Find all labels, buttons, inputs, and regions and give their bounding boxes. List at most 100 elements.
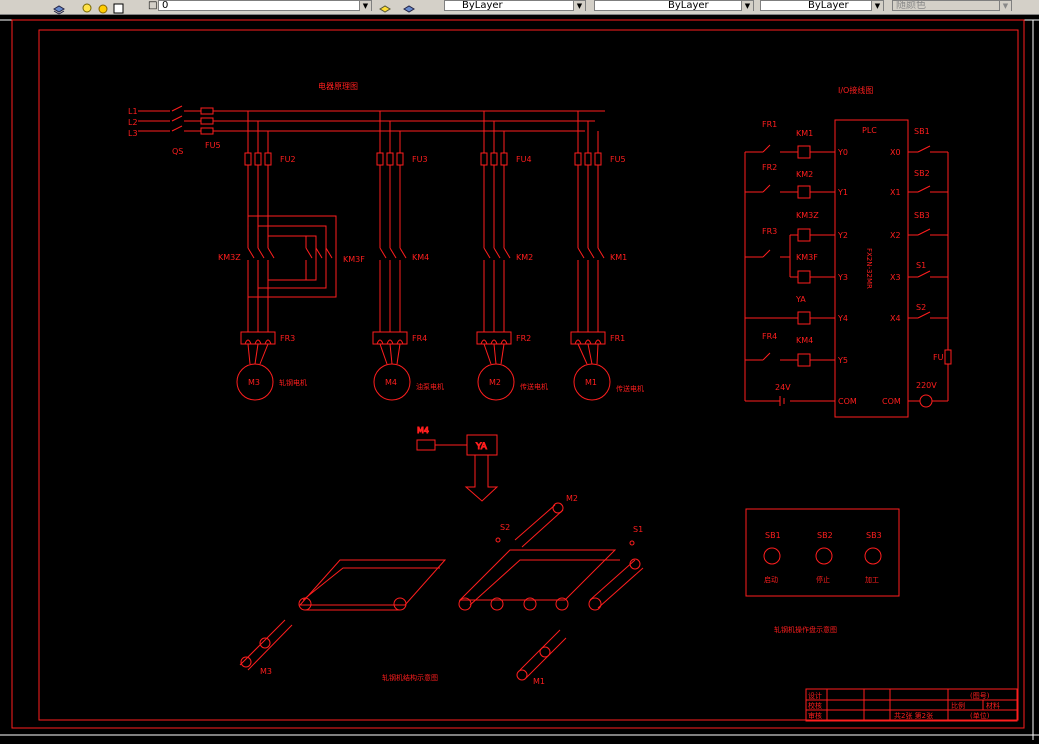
plc-title: PLC (862, 126, 877, 135)
title-block (805, 688, 1018, 722)
mech-label-m1: M1 (533, 677, 545, 686)
panel-button-sb3 (864, 547, 882, 565)
io-labels: KM1KM2KM3ZKM3FYAKM4FR1FR2FR3FR4SB1SB2SB3… (762, 120, 944, 392)
lineweight-value: ByLayer (808, 0, 849, 11)
coil-label: YA (795, 295, 806, 304)
tb-material: 材料 (986, 701, 1000, 710)
panel-button-id: SB1 (765, 531, 781, 540)
lineweight-dropdown[interactable]: ByLayer ▼ (760, 0, 884, 11)
color-value: ByLayer (462, 0, 503, 11)
plc-block (834, 119, 909, 418)
layer-value: 0 (162, 0, 169, 11)
contactor2-label: KM3F (343, 255, 365, 264)
rolling-mill-mechanism (239, 502, 644, 681)
lightbulb-icon[interactable] (80, 0, 94, 13)
panel-button-label: 启动 (764, 575, 778, 584)
plotstyle-dropdown: 随颜色 ▼ (892, 0, 1012, 11)
operation-panel (745, 508, 900, 597)
sun-icon[interactable] (96, 0, 110, 14)
panel-button-id: SB2 (817, 531, 833, 540)
plc-input-com: COM (882, 397, 901, 406)
plc-output-y4: Y4 (837, 314, 848, 323)
plc-input-x3: X3 (890, 273, 901, 282)
layer-manager-icon[interactable] (52, 0, 66, 15)
switch-label-sb1: SB1 (914, 127, 930, 136)
tb-drawing-no: (图号) (970, 692, 990, 700)
properties-toolbar: □ 0 ▼ ByLayer ▼ ByLayer ▼ ByLayer ▼ 随颜色 … (0, 0, 1039, 15)
plc-output-y1: Y1 (837, 188, 848, 197)
tb-check: 校核 (808, 701, 822, 710)
fuse-label: FU3 (412, 155, 428, 164)
panel-button-label: 加工 (865, 575, 879, 584)
layer-previous-icon[interactable] (402, 0, 416, 13)
contact-label-fr3: FR3 (762, 227, 777, 236)
fu-label: FU (933, 353, 944, 362)
plc-input-x4: X4 (890, 314, 901, 323)
layer-color-icon[interactable] (112, 0, 126, 14)
mech-label-s2: S2 (500, 523, 510, 532)
fu-main-label: FU5 (205, 141, 221, 150)
plotstyle-value: 随颜色 (896, 0, 926, 11)
layer-dropdown[interactable]: 0 ▼ (158, 0, 372, 11)
plc-input-x1: X1 (890, 188, 901, 197)
fuse-label: FU5 (610, 155, 626, 164)
v24-label: 24V (775, 383, 791, 392)
contactor-label: KM2 (516, 253, 533, 262)
linetype-dropdown[interactable]: ByLayer ▼ (594, 0, 754, 11)
fuse-label: FU2 (280, 155, 296, 164)
km3-reversing-wiring (248, 215, 337, 298)
motor-desc: 传送电机 (616, 384, 644, 393)
switch-label-s2: S2 (916, 303, 926, 312)
relay-label: FR2 (516, 334, 531, 343)
v220-label: 220V (916, 381, 937, 390)
plc-input-x2: X2 (890, 231, 901, 240)
coil-km2 (797, 185, 811, 199)
tb-design: 设计 (808, 691, 822, 700)
make-current-icon[interactable] (378, 0, 392, 13)
circuit-title: 电器原理图 (318, 81, 358, 91)
coil-label: KM3Z (796, 211, 819, 220)
inner-border (38, 29, 1019, 721)
contact-label-fr2: FR2 (762, 163, 777, 172)
panel-title: 轧钢机操作盘示意图 (774, 625, 837, 634)
color-dropdown[interactable]: ByLayer ▼ (444, 0, 586, 11)
line-l1-label: L1 (128, 107, 138, 116)
tb-sheets: 共2张 第2张 (894, 711, 933, 720)
motor-m2 (477, 363, 515, 401)
chevron-down-icon[interactable]: ▼ (871, 1, 883, 11)
motor-desc: 传送电机 (520, 382, 548, 391)
coil-ya (797, 311, 811, 325)
linetype-value: ByLayer (668, 0, 709, 11)
outer-border (11, 19, 1025, 729)
chevron-down-icon[interactable]: ▼ (359, 1, 371, 11)
chevron-down-icon[interactable]: ▼ (741, 1, 753, 11)
tb-review: 审核 (808, 711, 822, 720)
chevron-down-icon: ▼ (999, 1, 1011, 11)
valve-diagram: M4 YA (416, 426, 499, 502)
motor-m1 (573, 363, 611, 401)
coil-km3z (797, 228, 811, 242)
tb-unit: (单位) (970, 711, 990, 720)
coil-label: KM4 (796, 336, 813, 345)
valve-motor-label: M4 (417, 426, 429, 435)
contactor-label: KM3Z (218, 253, 241, 262)
switch-label-sb3: SB3 (914, 211, 930, 220)
tb-scale: 比例 (951, 701, 965, 710)
plc-output-y2: Y2 (837, 231, 848, 240)
plc-model: FX2N-32MR (865, 248, 873, 289)
chevron-down-icon[interactable]: ▼ (573, 1, 585, 11)
line-l2-label: L2 (128, 118, 138, 127)
fuse-label: FU4 (516, 155, 532, 164)
motor-label: M4 (385, 378, 397, 387)
motor-label: M2 (489, 378, 501, 387)
mech-label-s1: S1 (633, 525, 643, 534)
motor-label: M3 (248, 378, 260, 387)
